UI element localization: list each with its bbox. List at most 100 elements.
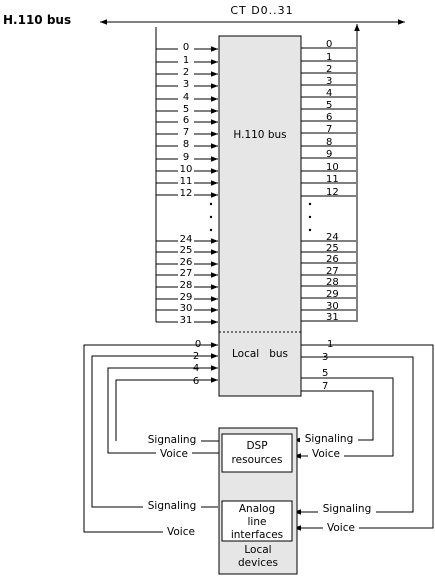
left-bus-label-bg: [178, 314, 194, 324]
local-devices-label-line1: Local: [244, 544, 271, 556]
label-bg: [323, 519, 359, 532]
dsp-resources-box: [221, 433, 293, 473]
right-bus-label: 30: [326, 301, 339, 312]
right-bus-label: 29: [326, 289, 339, 300]
left-bus-label: 12: [180, 188, 193, 199]
analog-line-interfaces-box: [221, 500, 293, 542]
analog-label-line3: interfaces: [231, 529, 283, 541]
left-bus-label-bg: [178, 151, 194, 161]
left-bus-label: 8: [183, 139, 189, 150]
left-bus-label-bg: [178, 41, 194, 51]
label-bg: [156, 447, 192, 460]
right-bus-label: 0: [326, 39, 332, 50]
right-bus-label: 10: [326, 162, 339, 173]
left-ellipsis: [209, 202, 213, 232]
label-bg: [300, 433, 358, 446]
right-bus-label: 31: [326, 312, 339, 323]
local-line-1: [294, 344, 434, 531]
left-bus-label: 30: [180, 303, 193, 314]
left-bus-label: 24: [180, 234, 193, 245]
left-bus-label-bg: [178, 103, 194, 113]
local-left-label: 6: [193, 376, 199, 387]
left-bus-label-bg: [178, 114, 194, 124]
right-bus-label: 11: [326, 174, 339, 185]
right-bus-label: 4: [326, 88, 332, 99]
left-bus-label-bg: [178, 244, 194, 254]
left-bus-label-bg: [178, 291, 194, 301]
left-bus-label: 26: [180, 257, 193, 268]
left-bus-label: 25: [180, 245, 193, 256]
local-devices-label-line2: devices: [238, 557, 278, 569]
left-bus-label-bg: [178, 175, 194, 185]
analog-signaling-out-label: Signaling: [148, 500, 197, 512]
right-bus-label: 28: [326, 277, 339, 288]
label-bg: [143, 499, 201, 512]
right-bus-label: 24: [326, 232, 339, 243]
local-bus-label: Local bus: [232, 348, 288, 360]
local-right-label: 5: [322, 368, 328, 379]
h110-bus-box: [218, 35, 302, 397]
label-bg: [318, 503, 376, 516]
left-bus-label-bg: [178, 126, 194, 136]
right-bus-label: 7: [326, 124, 332, 135]
left-bus-label-bg: [178, 66, 194, 76]
analog-label-line2: line: [248, 516, 267, 528]
local-line-0: [83, 342, 218, 533]
right-bus-label: 3: [326, 76, 332, 87]
left-bus-label-bg: [178, 138, 194, 148]
left-bus-label: 7: [183, 127, 189, 138]
left-bus-label: 2: [183, 67, 189, 78]
dsp-label-line1: DSP: [246, 440, 267, 452]
local-right-group: 1 3 5 7: [294, 339, 434, 531]
h110-bus-box-label: H.110 bus: [233, 129, 286, 141]
right-bus-label: 9: [326, 149, 332, 160]
left-bus-label: 5: [183, 104, 189, 115]
right-bus-label: 8: [326, 137, 332, 148]
left-bus-label-bg: [178, 267, 194, 277]
analog-voice-in-label: Voice: [327, 522, 355, 534]
dsp-voice-in-label: Voice: [312, 448, 340, 460]
right-bus-label: 12: [326, 187, 339, 198]
left-bus-label-bg: [178, 187, 194, 197]
left-bus-label-bg: [178, 163, 194, 173]
left-bus-label: 27: [180, 268, 193, 279]
right-ellipsis: [308, 202, 312, 232]
left-bus-label-bg: [178, 233, 194, 243]
dsp-signaling-in-label: Signaling: [305, 433, 354, 445]
right-bus-label: 1: [326, 52, 332, 63]
analog-label-line1: Analog: [239, 503, 275, 515]
left-bus-label-bg: [178, 54, 194, 64]
left-bus-label-bg: [178, 302, 194, 312]
right-bus-label: 27: [326, 266, 339, 277]
left-bus-label: 11: [180, 176, 193, 187]
right-bus-label: 5: [326, 100, 332, 111]
label-bg: [163, 525, 199, 538]
left-bus-label: 1: [183, 55, 189, 66]
dsp-label-line2: resources: [232, 454, 283, 466]
right-bus-label: 2: [326, 64, 332, 75]
left-bus-label: 28: [180, 280, 193, 291]
right-bus-label: 26: [326, 254, 339, 265]
analog-signaling-in-label: Signaling: [323, 503, 372, 515]
label-bg: [308, 448, 344, 461]
dsp-signaling-out-label: Signaling: [148, 434, 197, 446]
left-bus-label: 4: [183, 92, 189, 103]
left-bus-label: 29: [180, 292, 193, 303]
dsp-voice-out-label: Voice: [160, 448, 188, 460]
label-bg: [144, 433, 200, 446]
local-line-6: [115, 377, 218, 441]
ct-bus-label: CT D0..31: [230, 4, 293, 17]
left-bus-label: 6: [183, 115, 189, 126]
diagram-title: H.110 bus: [3, 13, 71, 27]
left-bus-label: 9: [183, 152, 189, 163]
left-bus-label: 3: [183, 79, 189, 90]
analog-voice-out-label: Voice: [167, 526, 195, 538]
left-bus-label: 10: [180, 164, 193, 175]
left-bus-label-bg: [178, 91, 194, 101]
left-bus-label-bg: [178, 279, 194, 289]
left-bus-label: 31: [180, 315, 193, 326]
right-bus-label: 6: [326, 112, 332, 123]
